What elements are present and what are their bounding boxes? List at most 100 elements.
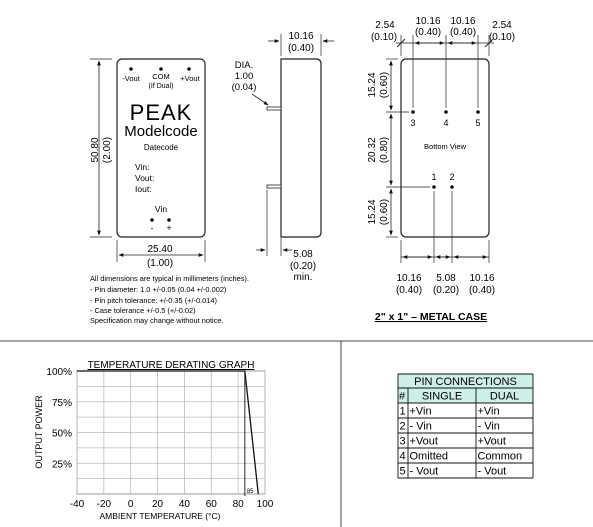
table-header-bg (398, 374, 533, 403)
table-cell: +Vin (478, 406, 500, 418)
side-view: 10.16 (0.40) DIA. 1.00 (0.04) 5.08 (0.20… (232, 31, 334, 283)
note-line: All dimensions are typical in millimeter… (90, 274, 249, 283)
left-dim-1-mm: 15.24 (367, 72, 378, 97)
chart-x-tick-label: -40 (70, 499, 85, 510)
chart-x-tick-label: 60 (206, 499, 218, 510)
table-cell: 4 (400, 451, 406, 463)
table-cell: - Vout (478, 466, 507, 478)
table-cell: Common (478, 451, 523, 463)
dia-leader (251, 93, 269, 106)
bottom-view-label: Bottom View (424, 142, 467, 151)
table-cell: Omitted (410, 451, 449, 463)
bottom-view: 3 4 5 Bottom View 1 2 2.54 (0.10) 10.16 … (367, 16, 515, 296)
bottom-dim-1-mm: 10.16 (396, 273, 421, 284)
top-dim-2-in: (0.40) (415, 27, 441, 38)
top-dim-3-mm: 10.16 (450, 16, 475, 27)
notes-block: All dimensions are typical in millimeter… (90, 274, 249, 325)
vin-pos-sign: + (166, 223, 171, 233)
dia-mm: 1.00 (235, 71, 254, 82)
chart-y-tick-label: 50% (52, 429, 72, 440)
case-title: 2" x 1" – METAL CASE (375, 311, 487, 323)
dia-in: (0.04) (232, 82, 257, 93)
width-in: (1.00) (147, 258, 173, 269)
derating-chart: TEMPERATURE DERATING GRAPH 100%75%50%25%… (34, 360, 274, 521)
left-dim-3-in: (0.60) (379, 199, 390, 225)
top-dim-4-mm: 2.54 (492, 20, 512, 31)
table-cell: +Vout (478, 436, 506, 448)
width-mm: 25.40 (147, 244, 172, 255)
chart-derating-label: 85 (247, 489, 254, 495)
table-cell: +Vin (410, 406, 432, 418)
dia-label: DIA. (235, 60, 253, 71)
table-cell: 2 (400, 421, 406, 433)
pin5-dot (476, 110, 480, 114)
pin-dot-neg-vout (129, 67, 133, 71)
chart-y-tick-label: 100% (46, 367, 72, 378)
brand-logo: PEAK (130, 100, 193, 125)
pin-label-neg-vout: -Vout (122, 74, 140, 83)
chart-x-tick-label: -20 (97, 499, 112, 510)
pin2-dot (450, 185, 454, 189)
bottom-dim-1-in: (0.40) (396, 285, 422, 296)
top-dim-1-mm: 2.54 (375, 20, 395, 31)
table-header-cell: DUAL (490, 391, 519, 403)
left-dim-1-in: (0.60) (379, 72, 390, 98)
note-line: - Case tolerance +/-0.5 (+/-0.02) (90, 306, 196, 315)
table-cell: - Vin (410, 421, 432, 433)
note-line: Specification may change without notice. (90, 316, 224, 325)
table-title: PIN CONNECTIONS (414, 376, 517, 388)
chart-x-label: AMBIENT TEMPERATURE (°C) (100, 511, 221, 521)
field-iout: Iout: (135, 184, 152, 194)
pin-dot-pos-vin (167, 218, 171, 222)
bottom-dim-3-in: (0.40) (469, 285, 495, 296)
front-view: -Vout COM +Vout (If Dual) PEAK Modelcode… (90, 58, 206, 269)
module-side-outline (280, 58, 322, 238)
module-front-outline (116, 58, 206, 238)
height-mm: 50.80 (90, 137, 101, 162)
vin-label: Vin (155, 204, 167, 214)
thickness-in: (0.40) (288, 43, 314, 54)
table-cell: - Vout (410, 466, 439, 478)
pin-len-mm: 5.08 (293, 249, 313, 260)
chart-series: 85 (77, 370, 259, 496)
pin-dot-pos-vout (187, 67, 191, 71)
pin1-label: 1 (431, 172, 436, 182)
height-in: (2.00) (102, 137, 113, 163)
note-line: - Pin pitch tolerance: +/-0.35 (+/-0.014… (90, 296, 217, 305)
chart-y-tick-label: 25% (52, 459, 72, 470)
top-chain-tick-b (484, 38, 494, 48)
pin-len-note: min. (294, 272, 313, 283)
pin5-label: 5 (475, 118, 480, 128)
left-dim-2-mm: 20.32 (367, 137, 378, 162)
top-dim-1-in: (0.10) (371, 32, 397, 43)
bottom-dim-2-mm: 5.08 (436, 273, 456, 284)
pin4-dot (444, 110, 448, 114)
vin-neg-sign: - (151, 223, 154, 233)
left-dim-3-mm: 15.24 (367, 199, 378, 224)
bottom-dim-2-in: (0.20) (433, 285, 459, 296)
table-cell: - Vin (478, 421, 500, 433)
pin1-dot (432, 185, 436, 189)
chart-y-ticks: 100% 75% 50% 25% (46, 367, 72, 470)
left-dim-2-in: (0.80) (379, 137, 390, 163)
top-dim-4-in: (0.10) (489, 32, 515, 43)
model-code: Modelcode (124, 123, 197, 140)
pin4-label: 4 (443, 118, 448, 128)
pin-len-in: (0.20) (290, 261, 316, 272)
pin3-label: 3 (410, 118, 415, 128)
pin2-label: 2 (449, 172, 454, 182)
pin3-dot (411, 110, 415, 114)
side-pin-top (266, 106, 282, 111)
top-chain-tick-a (396, 38, 406, 48)
bottom-dim-3-mm: 10.16 (469, 273, 494, 284)
chart-y-tick-label: 75% (52, 398, 72, 409)
chart-x-tick-label: 20 (152, 499, 164, 510)
chart-y-label: OUTPUT POWER (34, 395, 44, 469)
pin-label-pos-vout: +Vout (180, 74, 200, 83)
note-line: - Pin diameter: 1.0 +/-0.05 (0.04 +/-0.0… (90, 285, 226, 294)
top-dim-3-in: (0.40) (450, 27, 476, 38)
field-vout: Vout: (135, 173, 154, 183)
pin-label-com: COM (152, 72, 170, 81)
